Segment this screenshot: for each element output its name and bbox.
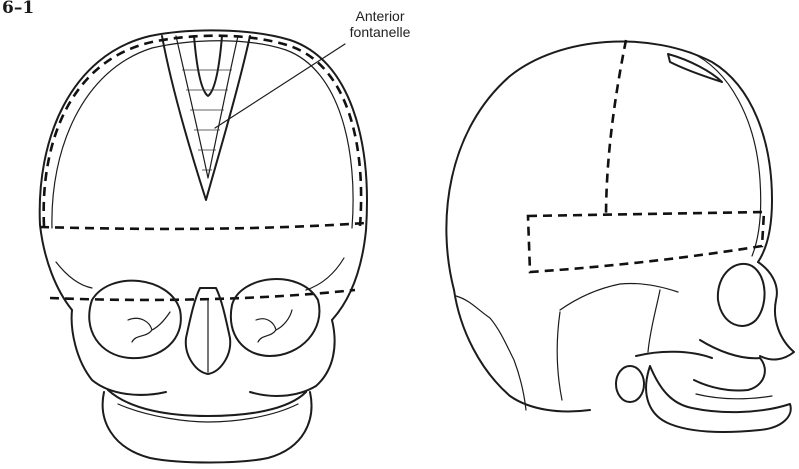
front-dashed-horizontal-upper (40, 223, 366, 229)
figure-label: 6–1 (2, 0, 34, 18)
front-view-skull (40, 30, 367, 462)
ear-opening (616, 366, 644, 402)
right-orbit (231, 279, 320, 356)
front-cheek-right (250, 320, 335, 396)
squamosal-suture (560, 283, 678, 310)
fontanelle-notch (194, 36, 222, 96)
callout-line2: fontanelle (320, 24, 440, 40)
front-cheek-left (72, 310, 166, 395)
lateral-maxilla (694, 340, 765, 391)
lateral-nasal (758, 262, 794, 359)
right-orbit-fissure (256, 310, 292, 342)
front-temple-right (306, 258, 344, 290)
anterior-fontanelle-callout: Anterior fontanelle (320, 8, 440, 40)
teeth-line (118, 404, 298, 422)
lateral-mandible (646, 366, 791, 432)
fontanelle-shading (182, 70, 232, 170)
mandible (103, 392, 312, 463)
lateral-frontal-edge (690, 52, 761, 256)
lateral-dashed-rectangle (528, 212, 764, 272)
left-orbit-fissure (128, 312, 170, 342)
temporal-suture (557, 312, 562, 400)
callout-line1: Anterior (320, 8, 440, 24)
lateral-teeth (696, 394, 772, 399)
lateral-occiput (454, 290, 590, 411)
front-temple-left (56, 262, 92, 288)
left-orbit (89, 281, 181, 359)
coronal-suture-lower (648, 290, 660, 352)
zygomatic-arch (636, 352, 712, 358)
lateral-orbit (718, 264, 765, 326)
lateral-view-skull (446, 40, 794, 432)
lambdoid-suture (456, 296, 526, 410)
anterior-fontanelle (162, 36, 250, 200)
lateral-dashed-vertical (606, 40, 626, 218)
callout-leader-line (215, 44, 345, 128)
front-cranium-outline (40, 30, 367, 320)
fontanelle-inner (176, 36, 238, 178)
